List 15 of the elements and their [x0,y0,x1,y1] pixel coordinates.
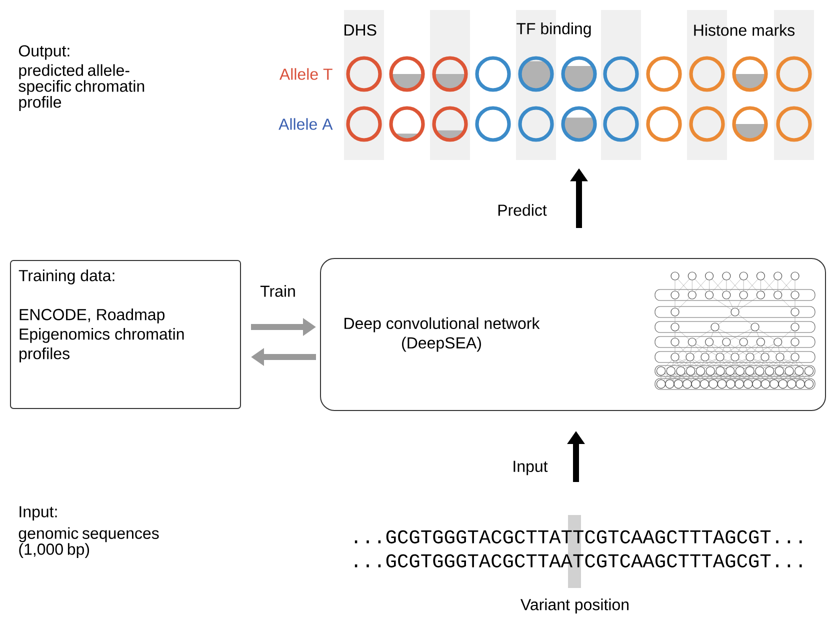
axis-caption: Variant position [520,598,628,614]
input-description: genomic sequences (1,000 bp) [18,527,159,558]
edge-label: Predict [498,204,547,216]
sequence-text: ...GCGTGGGTACGCTTATTCGTCAAGCTTTAGCGT... ...GCGTGGGTACGCTTAATCGTCAAGCTTTAGCGT... [354,530,802,568]
output-heading: Output: [18,45,70,60]
input-heading: Input: [20,506,57,521]
column-heading: DHS [344,24,376,36]
column-heading: TF binding [516,22,591,38]
training-data-box: Training data: ENCODE, Roadmap Epigenomics chromatin profiles [10,260,241,409]
output-description: predicted allele-specific chromatin profile [18,64,144,111]
edge-label: Train [260,285,295,297]
edge-label: Input [514,460,548,476]
column-heading: Histone marks [694,24,795,36]
network-box: Deep convolutional network (DeepSEA) [320,258,826,411]
chromatin-profile-drawing [344,10,814,160]
